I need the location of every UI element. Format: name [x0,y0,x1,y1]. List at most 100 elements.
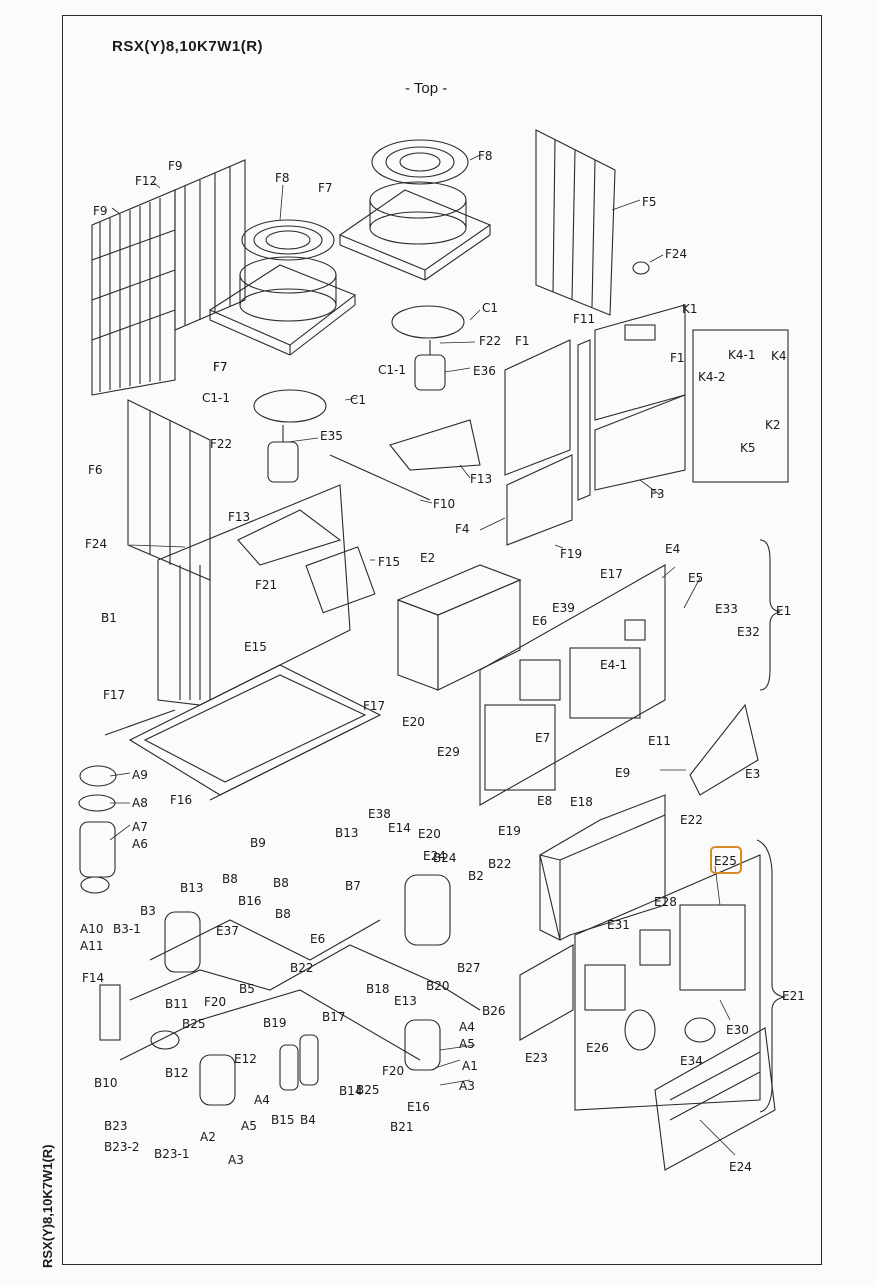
part-label: E8 [537,794,552,808]
part-label: F1 [515,334,530,348]
part-label: F5 [642,195,657,209]
part-label: E25 [714,854,737,868]
part-label: B24 [433,851,457,865]
part-label: A10 [80,922,103,936]
part-label: F6 [88,463,103,477]
part-label: K4-1 [728,348,755,362]
part-label: F22 [479,334,501,348]
part-label: B9 [250,836,266,850]
part-label: B26 [482,1004,506,1018]
part-label: E38 [368,807,391,821]
part-label: E1 [776,604,791,618]
part-label: C1-1 [378,363,406,377]
part-label: F4 [455,522,470,536]
part-label: E4 [665,542,680,556]
part-label: K2 [765,418,781,432]
part-label: F8 [275,171,290,185]
part-label: A5 [459,1037,475,1051]
part-label: F20 [204,995,226,1009]
part-label: F15 [378,555,400,569]
part-label: F3 [650,487,665,501]
plate-part [305,546,376,614]
part-label: B15 [271,1113,295,1127]
part-label: B25 [182,1017,206,1031]
base-frame-part [104,664,382,801]
part-label: F17 [103,688,125,702]
part-label: C1 [482,301,498,315]
model-title: RSX(Y)8,10K7W1(R) [112,38,264,55]
part-label: E39 [552,601,575,615]
part-label: C1-1 [202,391,230,405]
part-label: F13 [470,472,492,486]
part-label: B18 [366,982,390,996]
part-label: E20 [418,827,441,841]
part-label: A4 [254,1093,270,1107]
part-label: E6 [532,614,547,628]
part-label: A7 [132,820,148,834]
part-label: E28 [654,895,677,909]
part-label: E18 [570,795,593,809]
part-label: E24 [729,1160,752,1174]
part-label: F9 [93,204,108,218]
part-label: E15 [244,640,267,654]
fan-blade-part [391,305,465,339]
refrigerant-piping-part [99,874,481,1106]
part-label: E11 [648,734,671,748]
part-label: E2 [420,551,435,565]
part-label: E4-1 [600,658,627,672]
fin-grille-part [91,159,246,396]
part-label: B12 [165,1066,189,1080]
part-label: B7 [345,879,361,893]
part-label: F1 [670,351,685,365]
part-label: B21 [390,1120,414,1134]
pcb-part [689,703,759,796]
inverter-component-part [519,854,776,1171]
part-label: A6 [132,837,148,851]
part-label: A3 [228,1153,244,1167]
fan-blade-part [253,389,327,423]
part-label: B19 [263,1016,287,1030]
part-label: E29 [437,745,460,759]
part-label: E3 [745,767,760,781]
part-label: E19 [498,824,521,838]
part-label: E13 [394,994,417,1008]
part-label: B16 [238,894,262,908]
drawing-frame [62,15,822,1265]
part-label: F7 [213,360,228,374]
part-label: E5 [688,571,703,585]
part-label: K1 [682,302,698,316]
part-label: E20 [402,715,425,729]
motor-bracket-part [237,509,342,566]
fan-motor-part [267,340,446,483]
bracket-e1 [759,539,781,691]
part-label: K5 [740,441,756,455]
front-panel-part [504,304,686,546]
part-label: E34 [680,1054,703,1068]
part-label: E32 [737,625,760,639]
side-panel-part [535,129,616,316]
part-label: B5 [239,982,255,996]
bracket-e21 [756,839,786,1113]
part-label: B4 [300,1113,316,1127]
part-label: F21 [255,578,277,592]
part-label: A11 [80,939,103,953]
callout-labels-layer: F9F12F9F8F7F8F7F5F24F7C1C1-1F22E36F11K1F… [80,149,805,1174]
part-label: E24 [423,849,446,863]
motor-bracket-part [389,419,481,471]
part-label: F11 [573,312,595,326]
part-label: F22 [210,437,232,451]
part-label: B11 [165,997,189,1011]
view-title: - Top - [405,80,448,97]
rail-part [329,454,431,501]
part-label: B1 [101,611,117,625]
part-label: F10 [433,497,455,511]
part-label: E6 [310,932,325,946]
part-label: F7 [213,360,228,374]
part-label: B23-1 [154,1147,189,1161]
heat-exchanger-coil-part [157,484,351,706]
part-label: E23 [525,1051,548,1065]
part-label: B2 [468,869,484,883]
part-label: B8 [273,876,289,890]
part-label: B13 [180,881,204,895]
kit-box [692,329,789,483]
